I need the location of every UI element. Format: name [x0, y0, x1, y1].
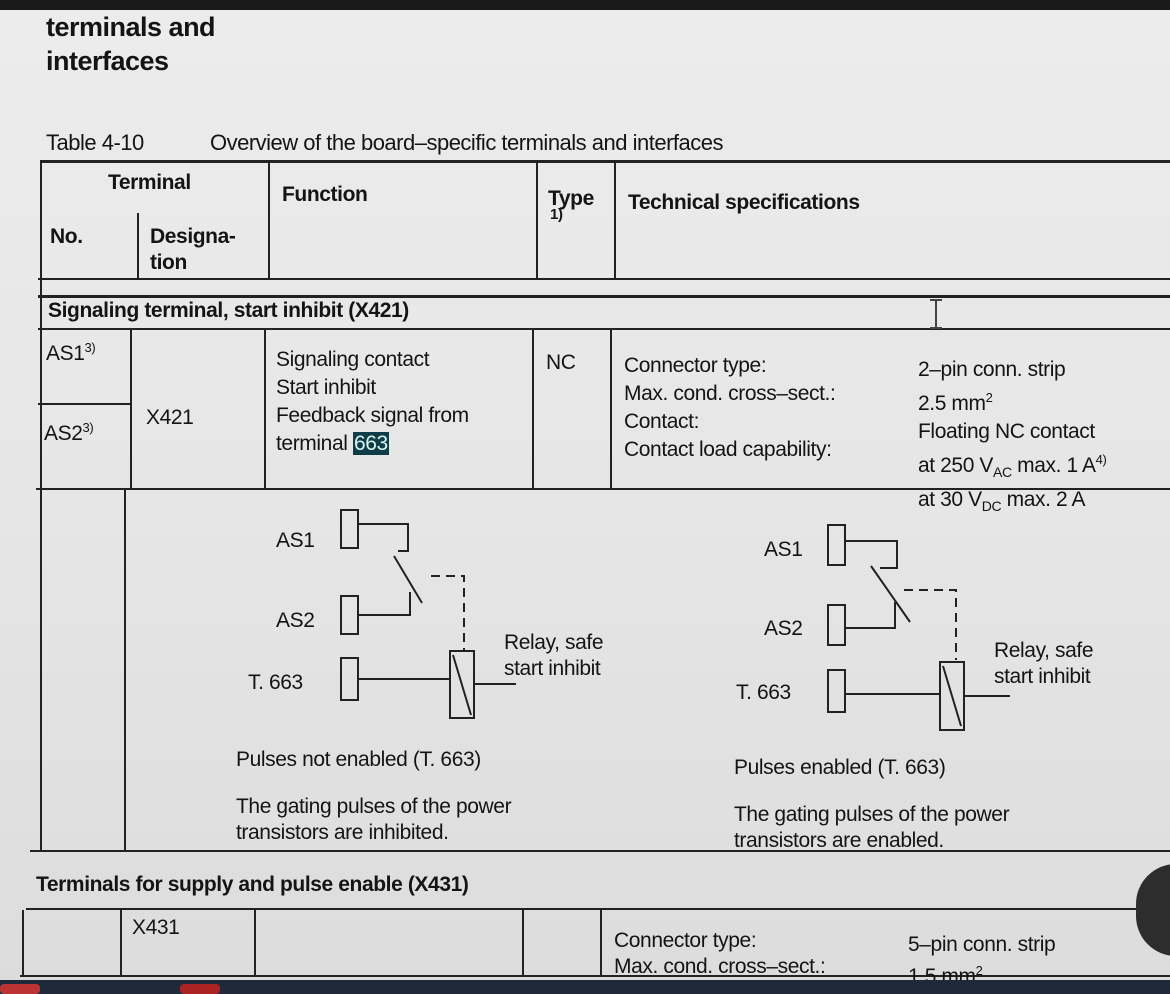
header-function: Function — [282, 183, 368, 206]
bottom-bar — [0, 980, 1170, 994]
spec-labels: Connector type: Max. cond. cross–sect.: … — [624, 354, 836, 461]
left-diagram-description-1: The gating pulses of the power — [236, 795, 512, 818]
highlighted-terminal-number: 663 — [352, 432, 389, 455]
right-diagram-caption: Pulses enabled (T. 663) — [734, 756, 946, 779]
right-relay-label-2: start inhibit — [994, 665, 1091, 688]
spec-values: 2–pin conn. strip 2.5 mm2 Floating NC co… — [918, 358, 1107, 515]
right-diagram-description-1: The gating pulses of the power — [734, 803, 1010, 826]
header-technical-specifications: Technical specifications — [628, 191, 860, 214]
x431-spec-labels: Connector type: Max. cond. cross–sect.: — [614, 929, 826, 978]
function-text: Signaling contact Start inhibit Feedback… — [276, 348, 469, 455]
left-label-as2: AS2 — [276, 609, 315, 632]
left-relay-label-2: start inhibit — [504, 657, 601, 680]
section-title-x421: Signaling terminal, start inhibit (X421) — [48, 299, 409, 322]
header-designation-1: Designa- — [150, 225, 236, 248]
table-title: Overview of the board–specific terminals… — [210, 130, 723, 155]
left-diagram-description-2: transistors are inhibited. — [236, 821, 449, 844]
header-terminal: Terminal — [108, 171, 191, 194]
relay-diagram-left — [340, 509, 516, 719]
designation-x421: X421 — [146, 406, 194, 429]
left-label-as1: AS1 — [276, 529, 315, 552]
table-number: Table 4-10 — [46, 130, 144, 155]
right-label-t663: T. 663 — [736, 681, 791, 704]
designation-x431: X431 — [132, 916, 180, 939]
left-label-t663: T. 663 — [248, 671, 303, 694]
header-no: No. — [50, 225, 83, 248]
text-cursor-icon — [930, 299, 942, 329]
right-diagram-description-2: transistors are enabled. — [734, 829, 944, 852]
right-relay-label-1: Relay, safe — [994, 639, 1094, 662]
terminal-no-as2: AS23) — [44, 420, 94, 445]
document-page: terminals and interfaces Table 4-10 Over… — [0, 10, 1170, 994]
header-type: Type — [548, 187, 594, 210]
section-heading-line-1: terminals and — [46, 12, 216, 42]
header-designation-2: tion — [150, 251, 187, 274]
type-value: NC — [546, 351, 576, 374]
terminal-no-as1: AS13) — [46, 340, 96, 365]
left-diagram-caption: Pulses not enabled (T. 663) — [236, 748, 481, 771]
relay-diagram-right — [827, 524, 1010, 731]
relay-diagrams — [340, 299, 1010, 731]
right-label-as1: AS1 — [764, 538, 803, 561]
header-type-footnote: 1) — [550, 206, 563, 223]
left-relay-label-1: Relay, safe — [504, 631, 604, 654]
section-heading-line-2: interfaces — [46, 46, 169, 76]
section-title-x431: Terminals for supply and pulse enable (X… — [36, 873, 469, 896]
right-label-as2: AS2 — [764, 617, 803, 640]
